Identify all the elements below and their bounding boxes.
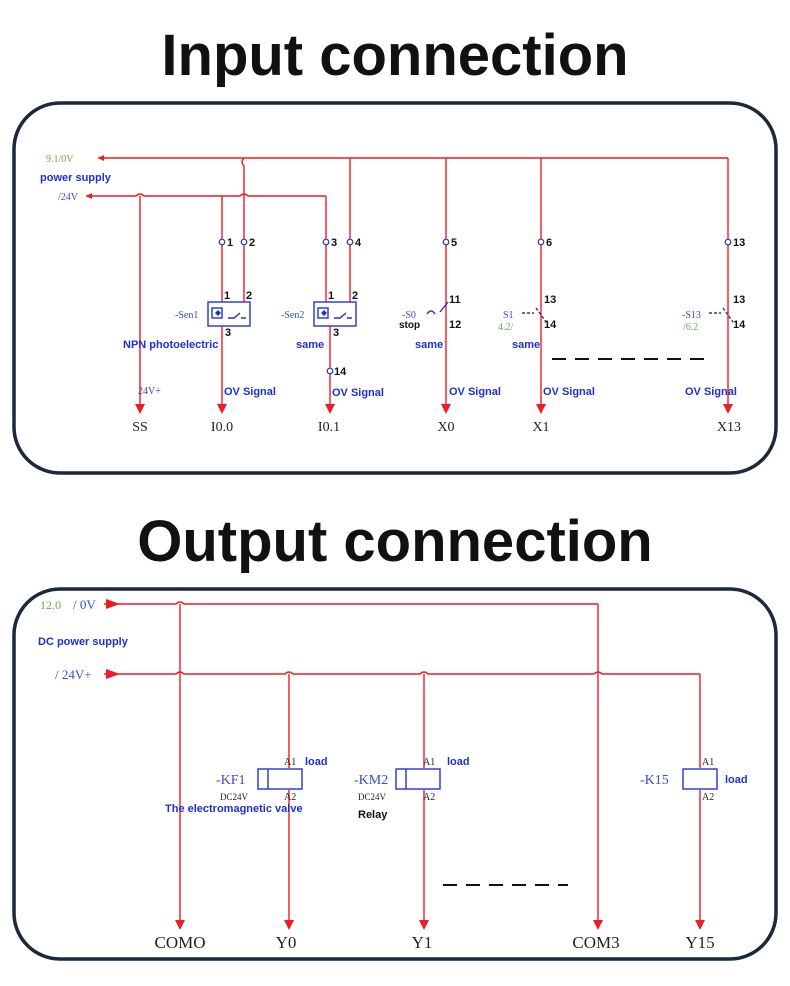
km2-load: load (447, 756, 470, 768)
s13-tag: -S13 (682, 310, 701, 321)
output-0v-rail (104, 599, 598, 609)
s1-switch: S1 4.2/ 13 14 same (498, 294, 557, 351)
output-24v-rail (104, 669, 700, 679)
s0-switch: -S0 stop 11 12 same (399, 294, 461, 351)
s13-pin13: 13 (733, 294, 745, 306)
sen1-sensor: -Sen1 1 2 3 NPN photoelectric (123, 290, 252, 351)
ov-signal-label: OV Signal (449, 386, 501, 398)
input-power-label: power supply (40, 172, 112, 184)
sen1-pin3: 3 (225, 327, 231, 339)
output-power-label: DC power supply (38, 636, 129, 648)
sen1-note: NPN photoelectric (123, 339, 218, 351)
km2-volt: DC24V (358, 792, 387, 802)
ov-signal-label: OV Signal (685, 386, 737, 398)
terminal-ss: SS (132, 420, 148, 435)
output-bottom-labels: COMO Y0 Y1 COM3 Y15 (154, 933, 714, 952)
km2-coil: -KM2 A1 A2 load DC24V Relay (354, 756, 470, 821)
sen2-pin1: 1 (328, 290, 334, 302)
kf1-tag: -KF1 (216, 773, 246, 788)
terminal-label: 3 (331, 237, 337, 249)
terminal-label: 1 (227, 237, 233, 249)
terminal-i00: I0.0 (211, 420, 233, 435)
s13-pin14: 14 (733, 319, 746, 331)
input-bottom-labels: SS I0.0 I0.1 X0 X1 X13 (132, 420, 741, 435)
output-0v-ref: 12.0 (40, 598, 61, 612)
input-panel-frame (12, 101, 778, 475)
km2-a1: A1 (423, 757, 435, 768)
k15-a1: A1 (702, 757, 714, 768)
sen2-pin3: 3 (333, 327, 339, 339)
s13-switch: -S13 /6.2 13 14 (682, 294, 746, 333)
input-terminal-labels: 1 2 3 4 5 6 13 (227, 237, 745, 249)
k15-coil: -K15 A1 A2 load (640, 757, 748, 803)
input-0v-label: 9.1/0V (46, 154, 74, 165)
terminal-label: 13 (733, 237, 745, 249)
s1-ref: 4.2/ (498, 322, 514, 333)
s1-tag: S1 (503, 310, 514, 321)
input-24v-label: /24V (58, 192, 79, 203)
sen2-pin2: 2 (352, 290, 358, 302)
kf1-a2: A2 (284, 792, 296, 803)
sen2-sensor: -Sen2 1 2 3 14 same (281, 290, 358, 378)
terminal-i01: I0.1 (318, 420, 340, 435)
output-24v-label: / 24V+ (55, 667, 92, 682)
terminal-label: 4 (355, 237, 362, 249)
km2-tag: -KM2 (354, 773, 388, 788)
terminal-label: 5 (451, 237, 457, 249)
input-24v-rail (86, 193, 326, 199)
ov-signal-label: OV Signal (224, 386, 276, 398)
sen1-pin1: 1 (224, 290, 230, 302)
s0-pin11: 11 (449, 294, 461, 306)
terminal-label: 6 (546, 237, 552, 249)
km2-note: Relay (358, 809, 388, 821)
s1-note: same (512, 339, 540, 351)
terminal-x1: X1 (532, 420, 549, 435)
terminal-com3: COM3 (572, 933, 619, 952)
s1-pin14: 14 (544, 319, 557, 331)
s1-pin13: 13 (544, 294, 556, 306)
terminal-y1: Y1 (412, 933, 433, 952)
s0-sub: stop (399, 320, 420, 331)
ov-signal-label: OV Signal (543, 386, 595, 398)
ss-24v-label: 24V+ (138, 386, 161, 397)
kf1-volt: DC24V (220, 792, 249, 802)
sen2-tag: -Sen2 (281, 310, 304, 321)
kf1-note: The electromagnetic valve (165, 803, 303, 815)
input-terminals (218, 238, 732, 375)
terminal-x0: X0 (437, 420, 454, 435)
kf1-coil: -KF1 A1 A2 load DC24V The electromagneti… (165, 756, 328, 815)
s13-ref: /6.2 (683, 322, 698, 333)
sen2-note: same (296, 339, 324, 351)
ov-signal-labels: OV Signal OV Signal OV Signal OV Signal … (224, 386, 737, 399)
output-panel-frame (12, 587, 778, 961)
sen1-pin2: 2 (246, 290, 252, 302)
input-0v-rail (98, 155, 728, 161)
terminal-label: 2 (249, 237, 255, 249)
terminal-y15: Y15 (685, 933, 714, 952)
k15-tag: -K15 (640, 773, 669, 788)
terminal-x13: X13 (717, 420, 741, 435)
s0-tag: -S0 (402, 310, 416, 321)
k15-load: load (725, 774, 748, 786)
kf1-load: load (305, 756, 328, 768)
output-title: Output connection (137, 509, 653, 574)
kf1-a1: A1 (284, 757, 296, 768)
input-title: Input connection (161, 23, 629, 88)
terminal-como: COMO (154, 933, 205, 952)
sen1-tag: -Sen1 (175, 310, 198, 321)
sen2-pin14: 14 (334, 366, 347, 378)
s0-note: same (415, 339, 443, 351)
s0-pin12: 12 (449, 319, 461, 331)
k15-a2: A2 (702, 792, 714, 803)
sen1-wire-2 (241, 157, 245, 302)
terminal-y0: Y0 (276, 933, 297, 952)
ov-signal-label: OV Signal (332, 387, 384, 399)
km2-a2: A2 (423, 792, 435, 803)
output-0v-label: / 0V (73, 597, 96, 612)
